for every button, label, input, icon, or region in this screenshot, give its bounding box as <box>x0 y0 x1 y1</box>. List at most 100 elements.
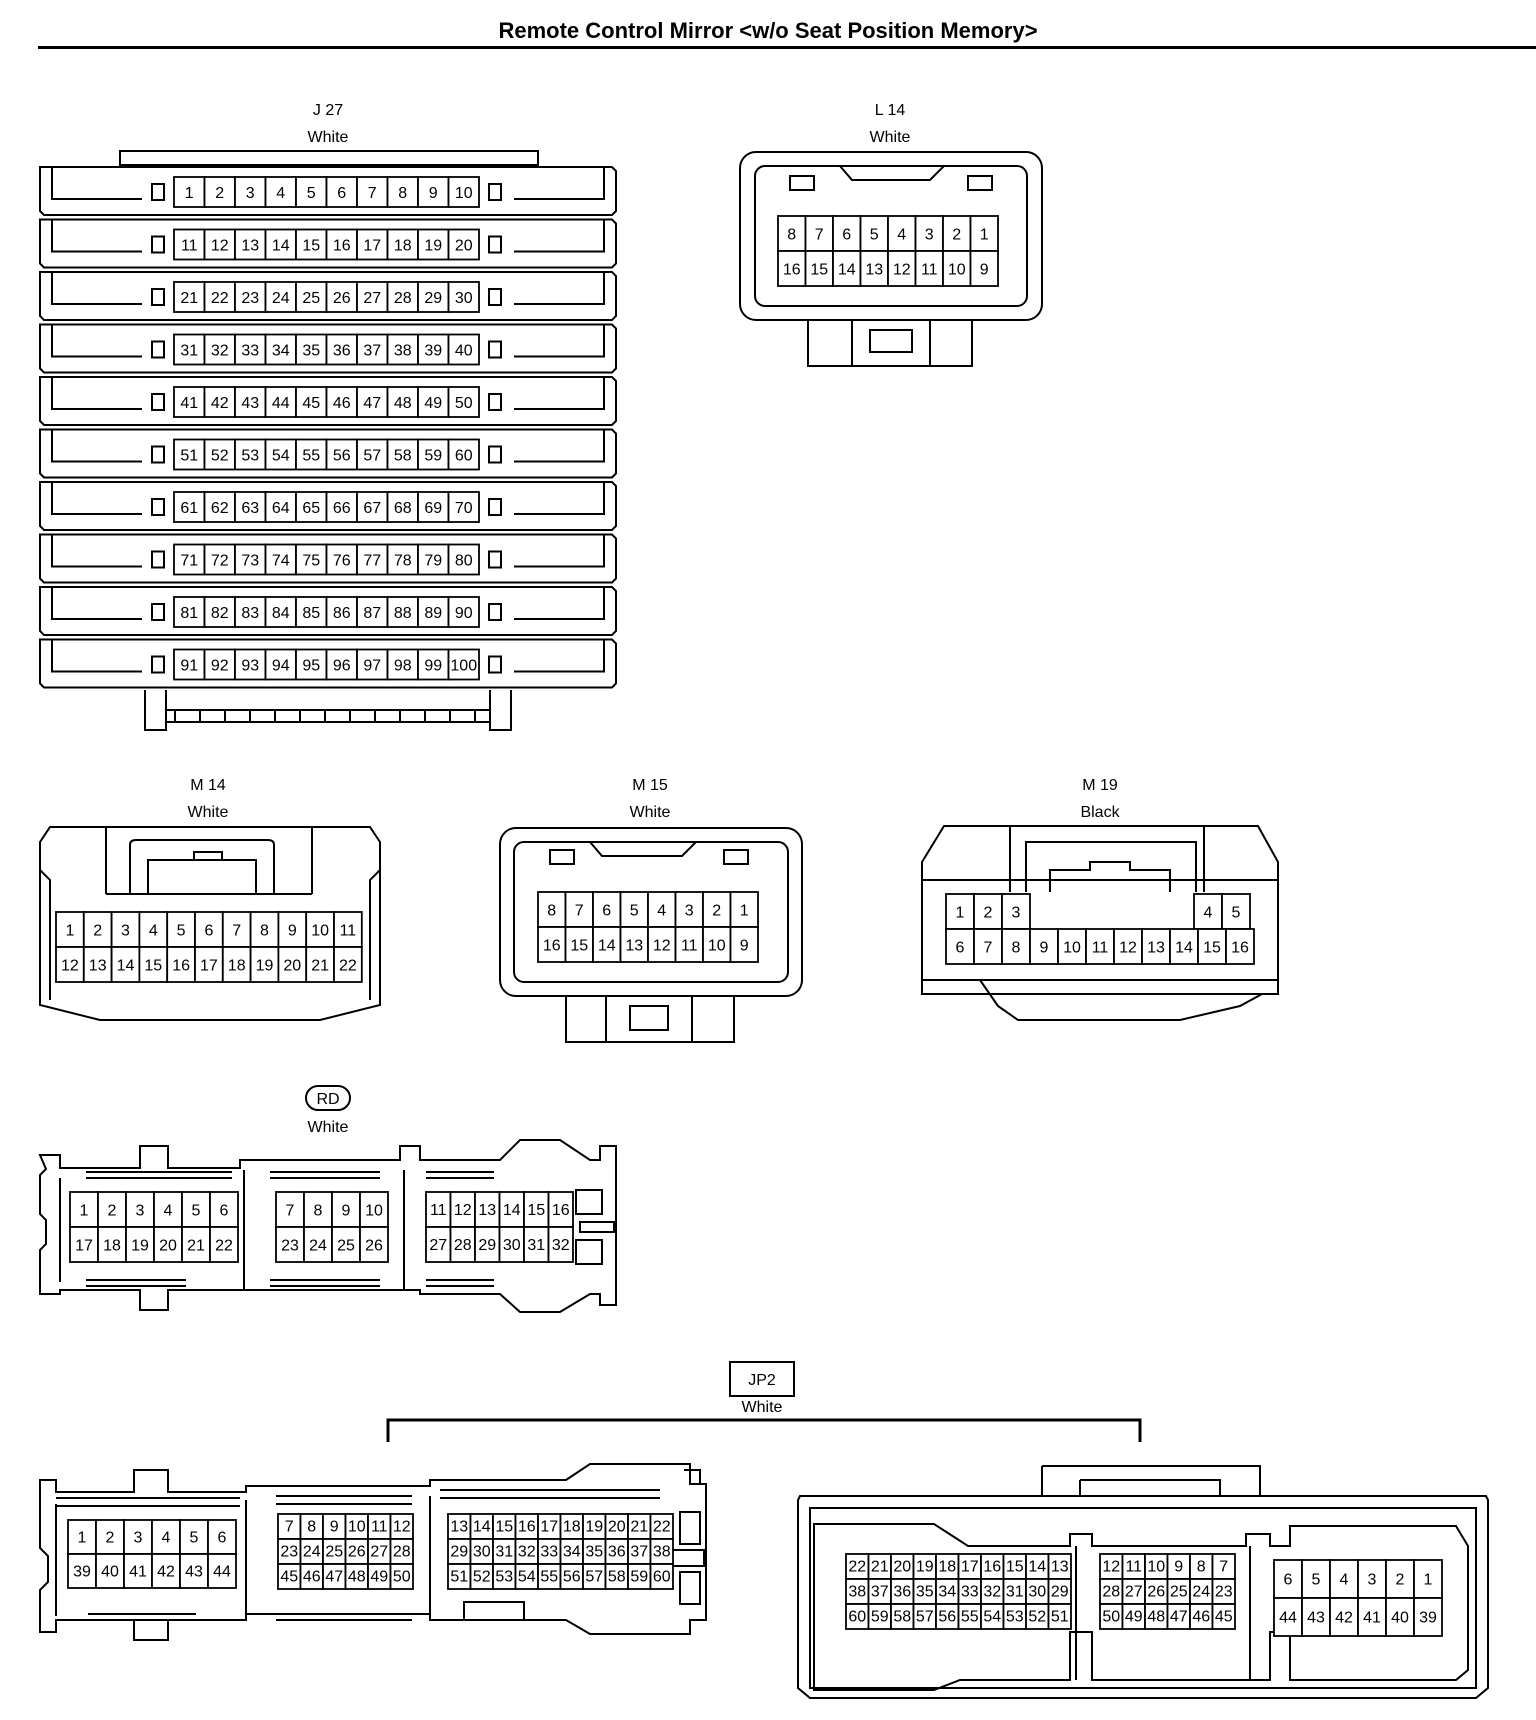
pin-number: 2 <box>952 226 961 243</box>
pin-number: 3 <box>121 922 130 939</box>
pin-cell <box>123 1553 153 1589</box>
pin-cell <box>1413 1597 1443 1637</box>
pin-cell <box>275 1226 305 1263</box>
j27-row-latch <box>51 377 605 410</box>
pin-number: 3 <box>136 1202 145 1219</box>
pin-number: 5 <box>307 185 316 202</box>
pin-number: 14 <box>598 937 616 954</box>
pin-number: 90 <box>455 605 473 622</box>
pin-number: 3 <box>925 226 934 243</box>
j27-row-latch <box>51 219 605 253</box>
pin-cell <box>325 491 358 523</box>
pin-number: 57 <box>916 1609 934 1626</box>
pin-cell <box>1273 1559 1303 1599</box>
pin-cell <box>523 1226 550 1263</box>
pin-number: 29 <box>1051 1584 1069 1601</box>
pin-number: 12 <box>893 261 911 278</box>
pin-number: 32 <box>211 343 229 360</box>
pin-number: 13 <box>1147 939 1165 956</box>
pin-number: 7 <box>286 1202 295 1219</box>
pin-cell <box>234 176 267 208</box>
pin-cell <box>69 1226 99 1263</box>
pin-number: 2 <box>93 922 102 939</box>
pin-number: 54 <box>272 448 290 465</box>
pin-cell <box>1169 928 1199 965</box>
pin-cell <box>417 596 450 628</box>
j27-row-housing <box>39 638 617 689</box>
pin-number: 37 <box>630 1544 648 1561</box>
pin-number: 25 <box>337 1237 355 1254</box>
pin-cell <box>447 491 480 523</box>
pin-cell <box>537 926 567 963</box>
pin-number: 59 <box>871 1609 889 1626</box>
j27-row-latch <box>51 534 605 568</box>
pin-number: 73 <box>241 553 259 570</box>
pin-cell <box>969 250 999 287</box>
pin-number: 69 <box>424 500 442 517</box>
pin-number: 57 <box>585 1569 603 1586</box>
j27-row-key <box>151 340 165 359</box>
pin-number: 10 <box>1147 1559 1165 1576</box>
pin-cell <box>325 281 358 313</box>
pin-number: 15 <box>495 1519 513 1536</box>
pin-number: 100 <box>450 658 477 675</box>
pin-cell <box>264 491 297 523</box>
pin-cell <box>859 215 889 252</box>
pin-cell <box>832 215 862 252</box>
j27-row-key <box>151 445 165 464</box>
pin-number: 23 <box>241 290 259 307</box>
pin-number: 13 <box>450 1519 468 1536</box>
pin-number: 39 <box>1419 1609 1437 1626</box>
pin-cell <box>173 281 206 313</box>
pin-number: 50 <box>393 1569 411 1586</box>
connector-m15-color: White <box>630 804 671 821</box>
pin-number: 18 <box>103 1237 121 1254</box>
pin-number: 96 <box>333 658 351 675</box>
pin-number: 16 <box>983 1559 1001 1576</box>
pin-cell <box>173 438 206 471</box>
pin-number: 16 <box>333 238 351 255</box>
pin-number: 44 <box>272 395 290 412</box>
pin-number: 11 <box>921 261 938 278</box>
pin-number: 31 <box>1006 1584 1024 1601</box>
pin-cell <box>447 176 480 208</box>
pin-number: 4 <box>657 902 666 919</box>
pin-cell <box>264 333 297 366</box>
pin-cell <box>832 250 862 287</box>
pin-number: 20 <box>159 1237 177 1254</box>
pin-number: 89 <box>424 605 442 622</box>
pin-cell <box>356 333 389 366</box>
pin-number: 41 <box>129 1563 147 1580</box>
pin-number: 16 <box>543 937 561 954</box>
pin-cell <box>1301 1597 1331 1637</box>
pin-number: 61 <box>180 500 198 517</box>
connector-m14-code: M 14 <box>190 777 226 794</box>
pin-cell <box>1193 893 1223 930</box>
connector-j27-code: J 27 <box>313 102 343 119</box>
pin-number: 4 <box>1204 904 1213 921</box>
pin-cell <box>386 333 419 366</box>
pin-cell <box>295 333 328 366</box>
pin-number: 11 <box>1125 1559 1142 1576</box>
pin-number: 28 <box>1102 1584 1120 1601</box>
pin-number: 20 <box>608 1519 626 1536</box>
pin-number: 27 <box>429 1237 447 1254</box>
pin-number: 9 <box>980 261 989 278</box>
pin-cell <box>425 1191 452 1228</box>
pin-number: 64 <box>272 500 290 517</box>
pin-cell <box>1211 1603 1236 1630</box>
pin-number: 54 <box>518 1569 536 1586</box>
pin-number: 8 <box>547 902 556 919</box>
pin-number: 62 <box>211 500 229 517</box>
pin-number: 49 <box>424 395 442 412</box>
pin-number: 58 <box>893 1609 911 1626</box>
pin-number: 53 <box>495 1569 513 1586</box>
pin-number: 70 <box>455 500 473 517</box>
pin-number: 15 <box>302 238 320 255</box>
pin-number: 95 <box>302 658 320 675</box>
pin-number: 42 <box>1335 1609 1353 1626</box>
pin-number: 1 <box>78 1529 87 1546</box>
pin-number: 19 <box>256 957 274 974</box>
